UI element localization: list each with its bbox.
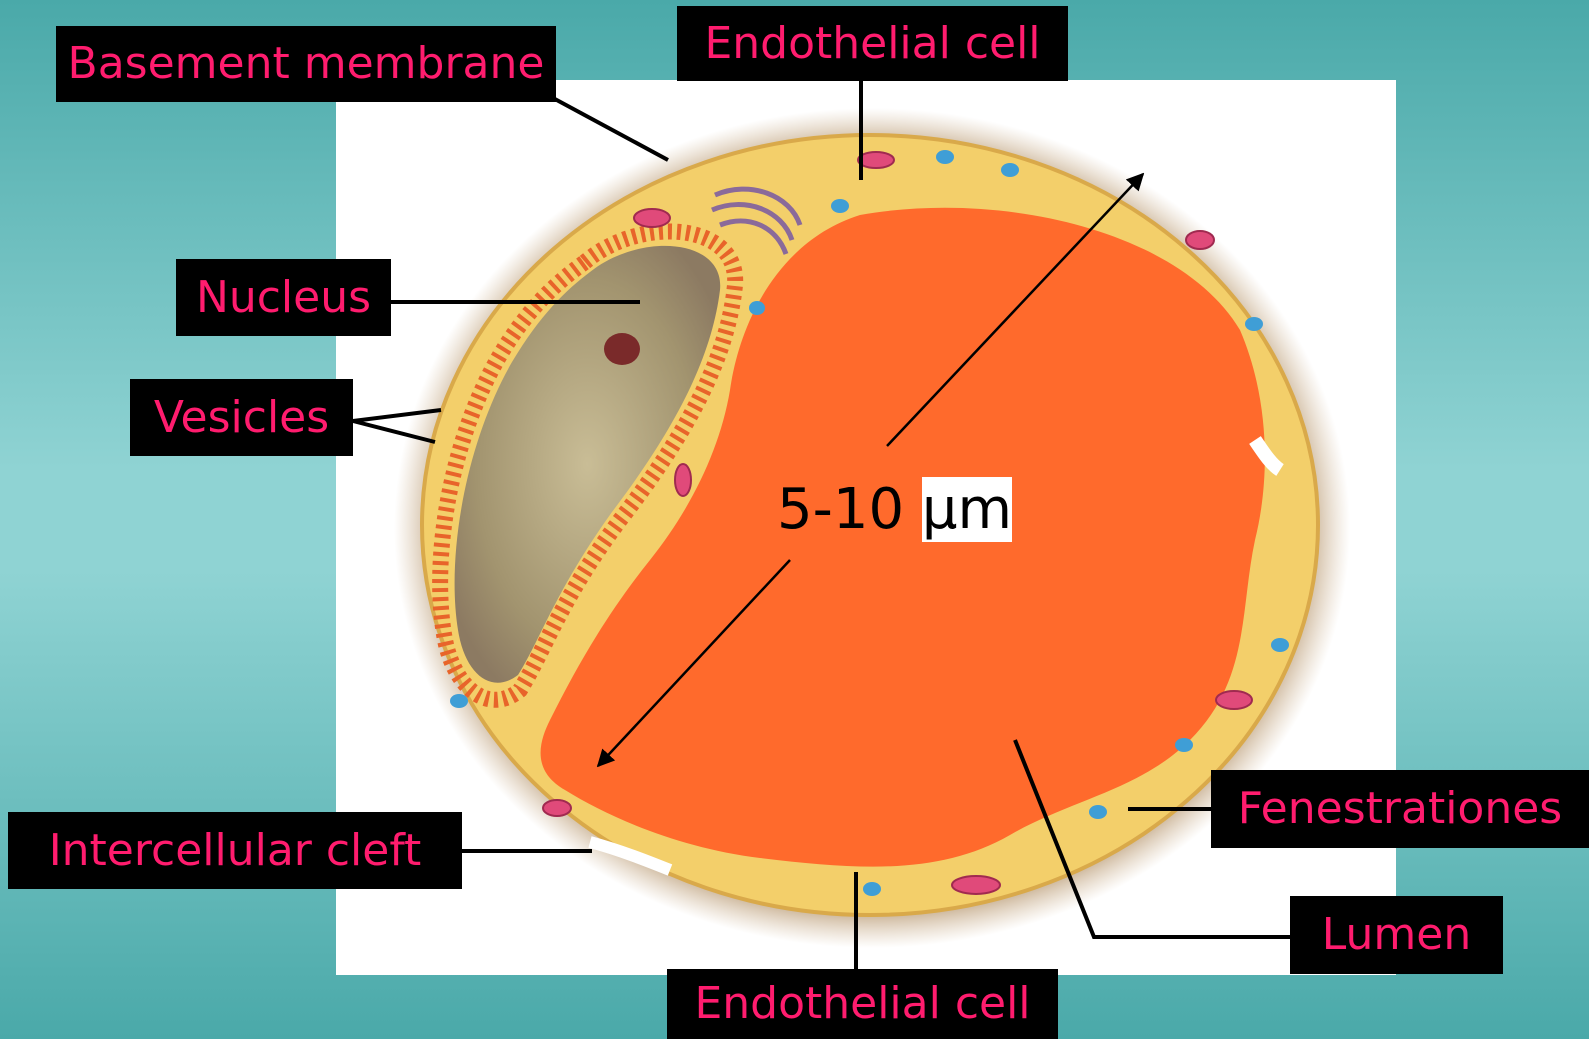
label-vesicles: Vesicles [130, 379, 353, 456]
label-endothelial-cell-top: Endothelial cell [677, 6, 1068, 81]
label-lumen: Lumen [1290, 896, 1503, 974]
nucleolus-shape [604, 333, 640, 365]
diameter-unit: μm [922, 477, 1012, 542]
label-endothelial-cell-bottom: Endothelial cell [667, 969, 1058, 1039]
label-nucleus: Nucleus [176, 259, 391, 336]
diameter-value: 5-10 [777, 477, 904, 542]
label-fenestrationes: Fenestrationes [1211, 770, 1589, 848]
label-basement-membrane: Basement membrane [56, 26, 556, 102]
diameter-measurement: 5-10 μm [777, 482, 1012, 538]
label-intercellular-cleft: Intercellular cleft [8, 812, 462, 889]
